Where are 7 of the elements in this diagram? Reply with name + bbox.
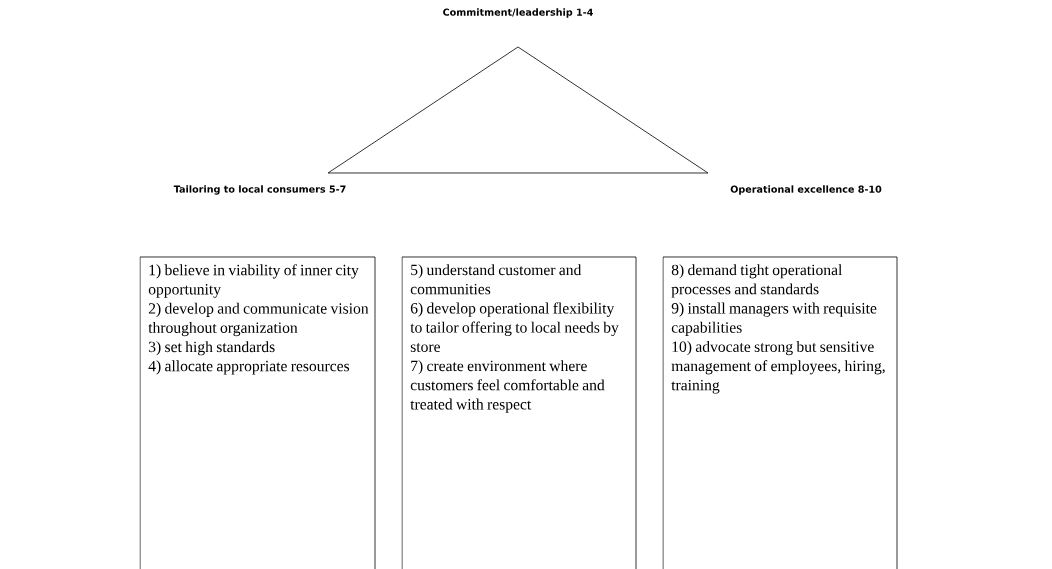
text-box: 1) believe in viability of inner city opportunity 2) develop and communicate vision throughout organization 3) set high standards 4) allocate appropriate resources [139, 256, 376, 569]
triangle-drawing [327, 46, 709, 174]
vertex-label: Operational excellence 8-10 [730, 185, 882, 195]
vertex-label: Tailoring to local consumers 5-7 [173, 185, 346, 195]
vertex-label: Commitment/leadership 1-4 [443, 8, 593, 18]
text-box: 8) demand tight operational processes and standards 9) install managers with requisite capabilities 10) advocate strong but sensitive management of employees, hiring, training [662, 256, 898, 569]
text-box: 5) understand customer and communities 6) develop operational flexibility to tailor offering to local needs by store 7) create environment where customers feel comfortable and treated with respect [401, 256, 637, 569]
